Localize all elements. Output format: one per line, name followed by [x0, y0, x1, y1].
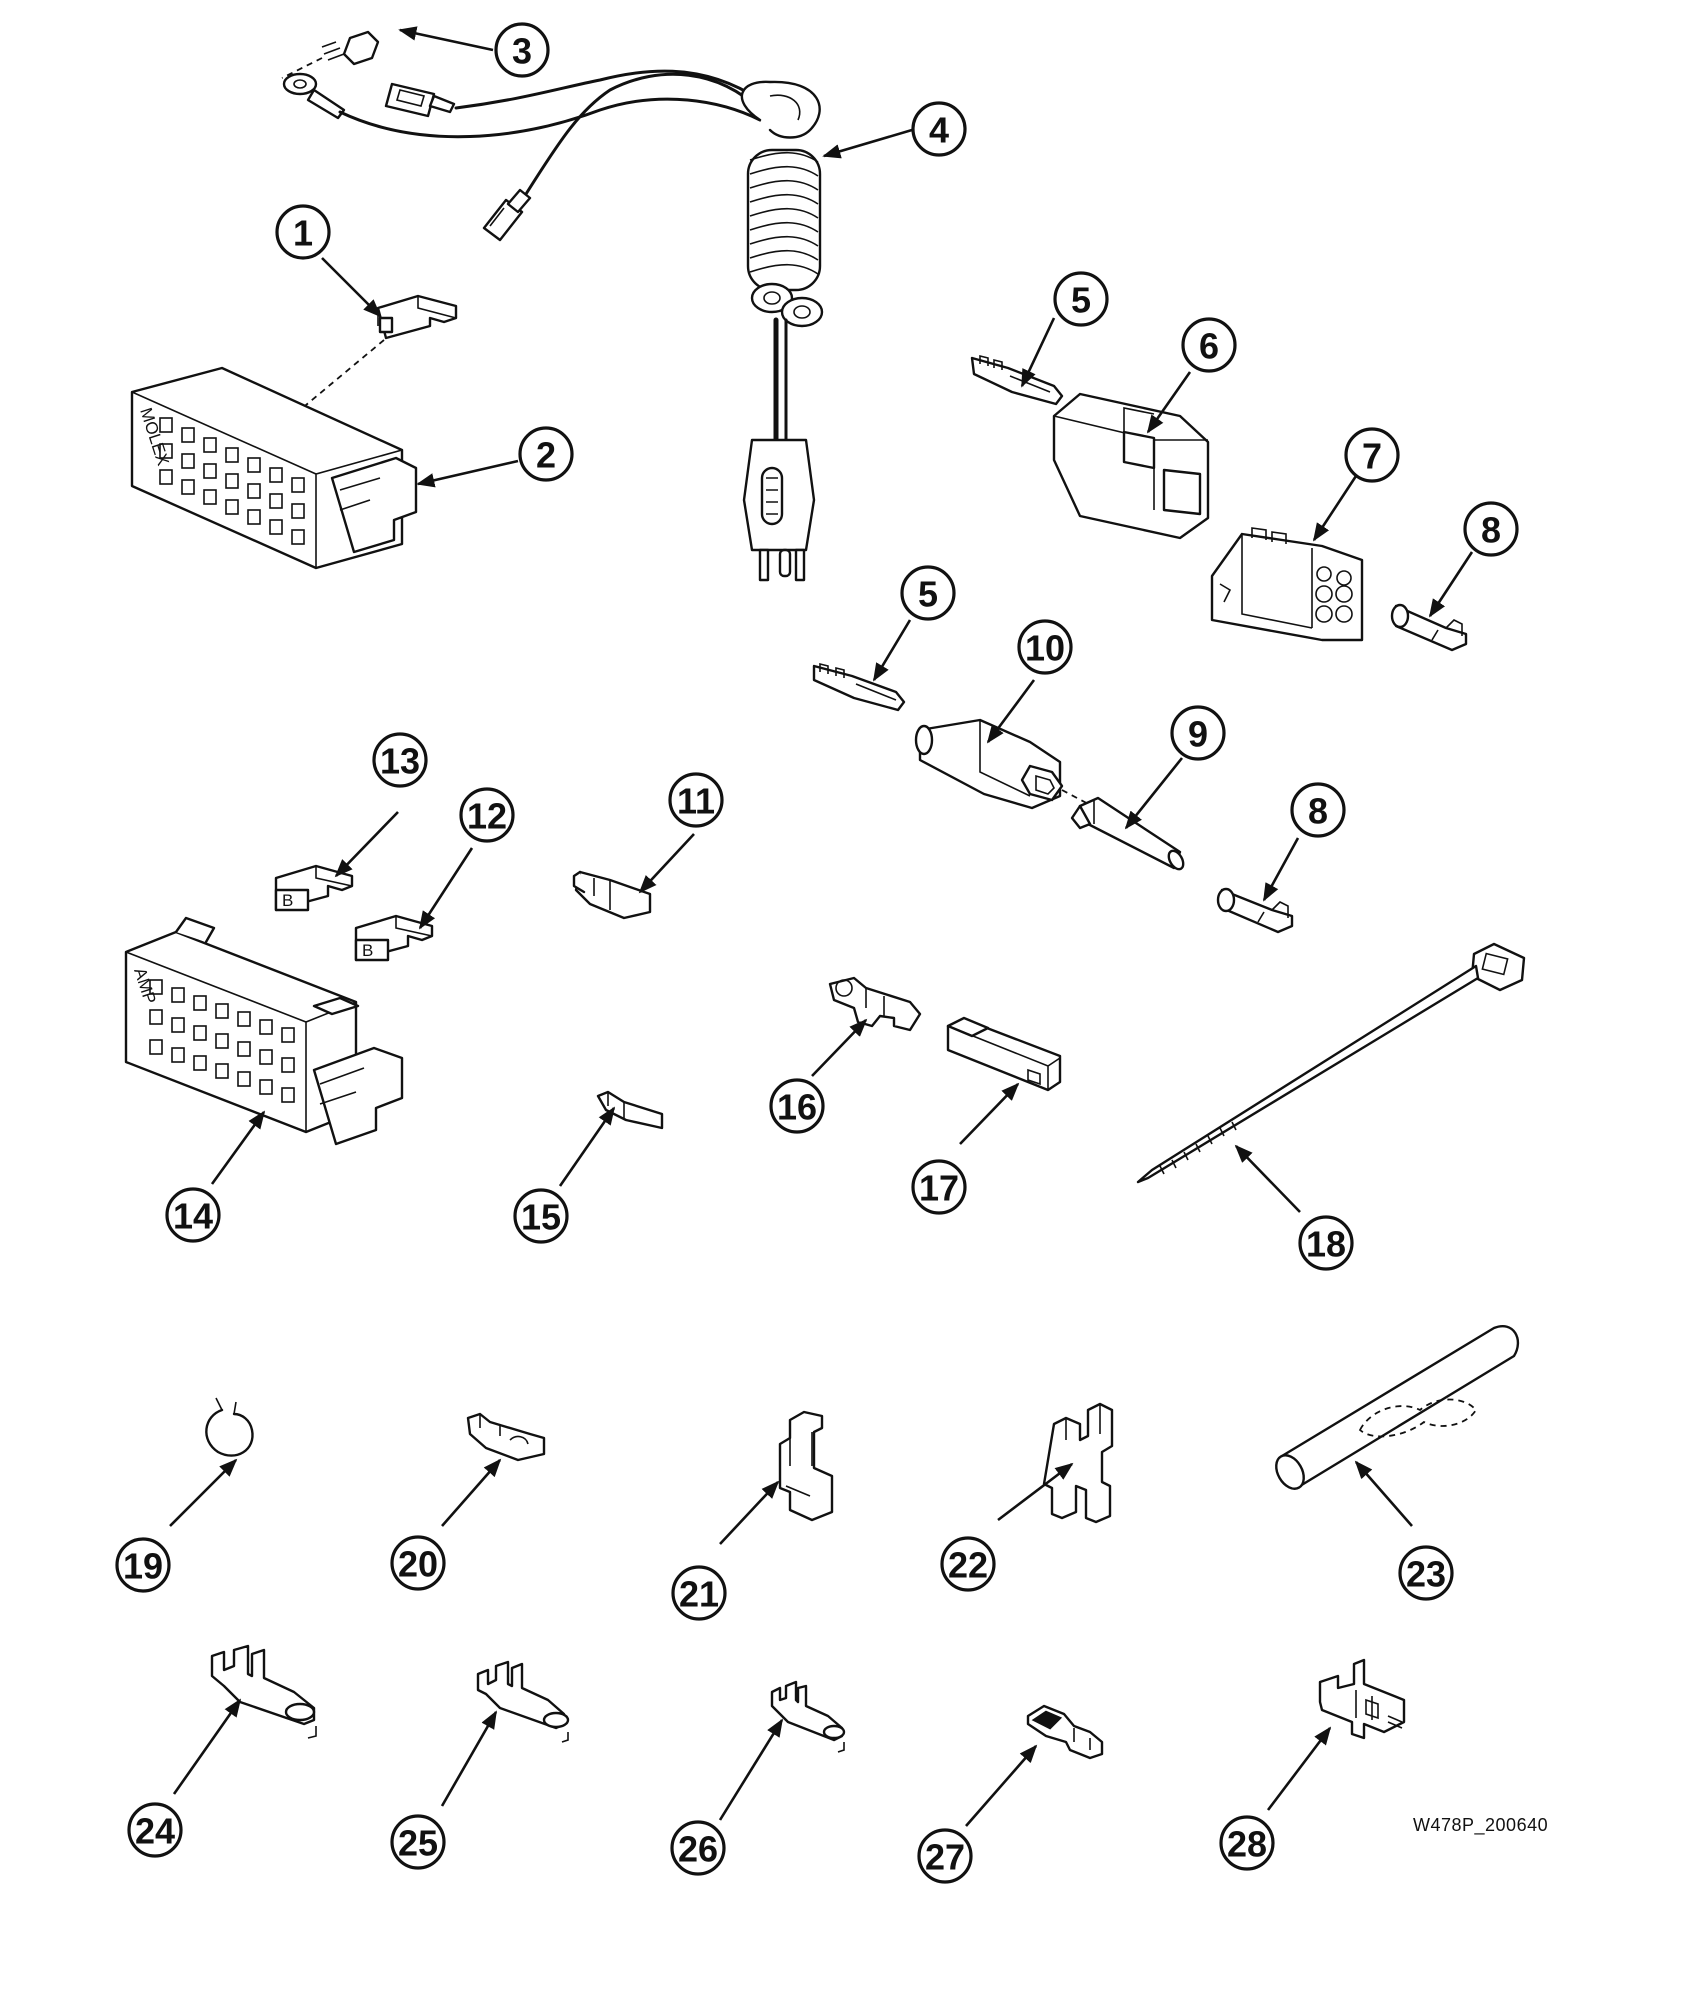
callout-23: 23 — [1398, 1545, 1454, 1601]
svg-text:14: 14 — [173, 1196, 213, 1237]
snap-ring-part-19 — [205, 1397, 254, 1457]
clip-part-21 — [778, 1410, 834, 1522]
molex-cavity-grid — [159, 417, 305, 545]
terminal-part-20 — [466, 1412, 546, 1462]
screw-part-3 — [281, 30, 380, 79]
svg-text:6: 6 — [1199, 326, 1219, 367]
terminal-part-16 — [828, 976, 922, 1032]
callout-25: 25 — [390, 1814, 446, 1870]
svg-text:5: 5 — [1071, 280, 1091, 321]
callout-15: 15 — [513, 1188, 569, 1244]
callout-1: 1 — [275, 204, 331, 260]
callout-4: 4 — [911, 101, 967, 157]
svg-text:24: 24 — [135, 1811, 175, 1852]
callout-3: 3 — [494, 22, 550, 78]
amp-cavity-grid — [149, 979, 295, 1103]
svg-text:23: 23 — [1406, 1554, 1446, 1595]
housing-part-6 — [1052, 392, 1210, 540]
molex-connector-part-2: MOLEX — [130, 366, 418, 570]
housing-part-17 — [946, 1016, 1062, 1092]
callout-20: 20 — [390, 1535, 446, 1591]
callout-5-mid: 5 — [900, 565, 956, 621]
terminal-part-26 — [770, 1680, 846, 1753]
callout-8-mid: 8 — [1290, 782, 1346, 838]
callout-28: 28 — [1219, 1815, 1275, 1871]
svg-text:16: 16 — [777, 1087, 817, 1128]
callout-27: 27 — [917, 1828, 973, 1884]
socket-part-8-mid — [1216, 887, 1294, 934]
callout-16: 16 — [769, 1078, 825, 1134]
svg-text:13: 13 — [380, 741, 420, 782]
svg-text:11: 11 — [677, 781, 715, 822]
callout-7: 7 — [1344, 427, 1400, 483]
socket-part-8-top — [1390, 603, 1468, 652]
sleeve-part-23 — [1275, 1325, 1520, 1490]
bracket-part-28 — [1318, 1658, 1406, 1740]
terminal-part-24 — [210, 1644, 317, 1739]
svg-text:25: 25 — [398, 1823, 438, 1864]
terminal-part-27 — [1026, 1704, 1104, 1760]
terminal-part-5-mid — [812, 662, 906, 712]
svg-text:8: 8 — [1308, 791, 1328, 832]
svg-text:12: 12 — [467, 796, 507, 837]
svg-text:8: 8 — [1481, 510, 1501, 551]
amp-connector-part-14: AMP — [124, 916, 404, 1146]
callout-24: 24 — [127, 1802, 183, 1858]
plug-pin-part-9 — [1070, 796, 1185, 871]
callout-22: 22 — [940, 1536, 996, 1592]
terminal-part-22 — [1042, 1402, 1114, 1524]
clip-part-12: B — [354, 914, 434, 962]
svg-text:10: 10 — [1025, 628, 1065, 669]
housing-part-7 — [1210, 527, 1364, 642]
svg-text:20: 20 — [398, 1544, 438, 1585]
svg-text:27: 27 — [925, 1837, 965, 1878]
callout-26: 26 — [670, 1820, 726, 1876]
callout-11: 11 — [668, 772, 724, 828]
callout-8-top: 8 — [1463, 501, 1519, 557]
svg-text:28: 28 — [1227, 1824, 1267, 1865]
leader-lines — [169, 26, 1474, 1827]
callout-12: 12 — [459, 787, 515, 843]
callout-2: 2 — [518, 426, 574, 482]
svg-text:4: 4 — [929, 110, 949, 151]
svg-text:17: 17 — [919, 1168, 959, 1209]
terminal-part-11 — [572, 870, 652, 920]
callout-17: 17 — [911, 1159, 967, 1215]
svg-text:9: 9 — [1188, 714, 1208, 755]
svg-text:18: 18 — [1306, 1224, 1346, 1265]
svg-text:3: 3 — [512, 31, 532, 72]
terminal-part-25 — [476, 1660, 570, 1743]
power-cord-part-4 — [282, 69, 824, 582]
svg-text:19: 19 — [123, 1546, 163, 1587]
terminal-part-5-top — [970, 354, 1064, 406]
svg-text:21: 21 — [679, 1574, 719, 1615]
plug — [742, 438, 816, 582]
callout-6: 6 — [1181, 317, 1237, 373]
callout-13: 13 — [372, 732, 428, 788]
callout-21: 21 — [671, 1565, 727, 1621]
svg-text:1: 1 — [293, 213, 313, 254]
svg-text:B: B — [362, 941, 373, 960]
clip-part-13: B — [274, 864, 354, 912]
svg-text:2: 2 — [536, 435, 556, 476]
callout-5-top: 5 — [1053, 271, 1109, 327]
cable-tie-part-18 — [1136, 942, 1526, 1184]
svg-text:B: B — [282, 891, 293, 910]
svg-text:7: 7 — [1362, 436, 1382, 477]
cord-coil — [746, 148, 824, 328]
callout-18: 18 — [1298, 1215, 1354, 1271]
drawing-id: W478P_200640 — [1413, 1815, 1549, 1835]
spade-part-15 — [596, 1090, 664, 1130]
svg-text:22: 22 — [948, 1545, 988, 1586]
svg-text:5: 5 — [918, 574, 938, 615]
plug-housing-part-10 — [914, 718, 1093, 810]
svg-text:15: 15 — [521, 1197, 561, 1238]
callout-9: 9 — [1170, 705, 1226, 761]
callout-19: 19 — [115, 1537, 171, 1593]
svg-text:26: 26 — [678, 1829, 718, 1870]
callout-14: 14 — [165, 1187, 221, 1243]
clip-part-1 — [299, 294, 458, 411]
callout-10: 10 — [1017, 619, 1073, 675]
